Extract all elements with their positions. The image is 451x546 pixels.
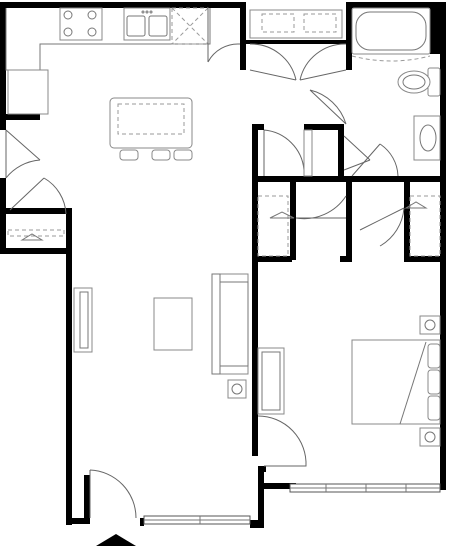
bath-sink (413, 115, 441, 161)
bedroom (257, 315, 441, 493)
refrigerator (7, 69, 49, 115)
hanger-icon (269, 211, 295, 219)
living-room (73, 273, 251, 525)
laundry-closet (7, 177, 67, 241)
bathroom (309, 7, 441, 161)
bathtub (351, 7, 431, 55)
closets (257, 195, 441, 257)
bath-vanity-area (249, 9, 347, 81)
sofa (211, 273, 249, 375)
hanger-icon (20, 233, 44, 241)
nightstand-bottom (419, 427, 441, 447)
nightstand-top (419, 315, 441, 335)
hall-linen (263, 129, 399, 177)
walls (0, 2, 446, 528)
end-table (227, 379, 247, 399)
tv-console (73, 287, 93, 353)
bed (351, 339, 441, 425)
dishwasher (171, 7, 209, 45)
toilet (397, 67, 441, 97)
kitchen-sink (123, 7, 171, 41)
hanger-icon (404, 201, 428, 209)
kitchen-island (109, 97, 193, 161)
entry-arrow-icon (96, 534, 136, 546)
living-window (143, 515, 251, 525)
coffee-table (153, 297, 193, 351)
bedroom-window (289, 483, 441, 493)
stove (59, 7, 103, 41)
kitchen (5, 7, 241, 179)
